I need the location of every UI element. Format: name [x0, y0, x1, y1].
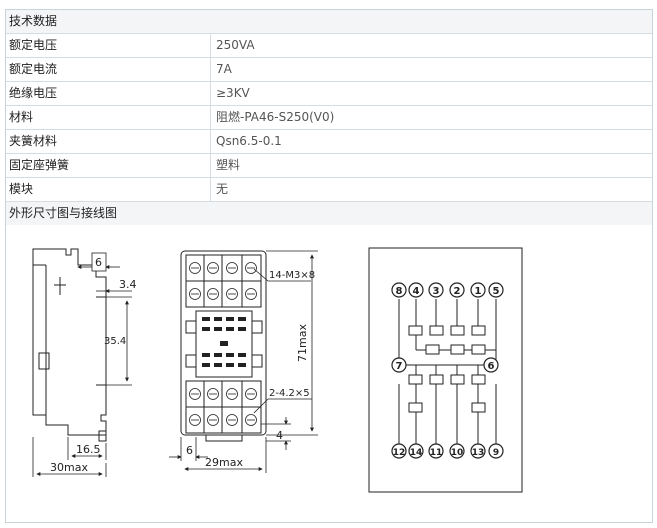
row-value: 7A [216, 62, 232, 76]
pin-label: 4 [413, 286, 420, 297]
table-row: 模块 无 [6, 178, 652, 202]
pin-label: 3 [433, 286, 440, 297]
dim-label: 2-4.2×5 [269, 388, 310, 399]
section-title: 外形尺寸图与接线图 [9, 206, 118, 220]
pin-label: 6 [488, 361, 495, 372]
dim-label: 71max [296, 324, 309, 362]
table-row: 额定电压 250VA [6, 34, 652, 58]
dim-label: 29max [205, 456, 243, 469]
technical-drawing: 6 3.4 35.4 16.5 30max [32, 247, 523, 493]
spec-table: 技术数据 额定电压 250VA 额定电流 7A 绝缘电压 ≥3KV 材料 阻燃-… [5, 9, 653, 227]
pin-label: 8 [396, 286, 403, 297]
pin-label: 5 [493, 286, 500, 297]
dim-label: 6 [95, 256, 102, 269]
dim-label: 16.5 [76, 443, 101, 456]
row-value: 阻燃-PA46-S250(V0) [216, 110, 335, 124]
wiring-pins [391, 282, 504, 459]
front-dim-labels: 14-M3×8 2-4.2×5 71max 4 6 29max [186, 270, 315, 469]
row-label: 额定电压 [6, 34, 211, 57]
pin-label: 13 [472, 448, 485, 458]
table-row: 绝缘电压 ≥3KV [6, 82, 652, 106]
front-view [180, 250, 267, 442]
side-view [32, 248, 107, 442]
front-dimensions [169, 250, 318, 473]
side-dimensions [32, 252, 132, 477]
row-value: Qsn6.5-0.1 [216, 134, 282, 148]
pin-label: 1 [475, 286, 482, 297]
pin-label: 2 [454, 286, 461, 297]
socket-slots [202, 317, 246, 367]
table-row: 材料 阻燃-PA46-S250(V0) [6, 106, 652, 130]
table-row: 夹簧材料 Qsn6.5-0.1 [6, 130, 652, 154]
row-label: 模块 [6, 178, 211, 201]
dim-label: 30max [50, 461, 88, 474]
pin-label: 9 [493, 448, 499, 458]
dim-label: 4 [276, 429, 283, 442]
dim-label: 14-M3×8 [269, 270, 315, 281]
pin-label: 10 [451, 448, 464, 458]
side-dim-labels: 6 3.4 35.4 16.5 30max [50, 256, 137, 474]
table-header: 技术数据 [9, 14, 58, 28]
wiring-diagram [368, 247, 523, 493]
row-value: 250VA [216, 38, 255, 52]
dim-label: 6 [186, 444, 193, 457]
section-header-row: 外形尺寸图与接线图 [6, 202, 652, 226]
table-row: 额定电流 7A [6, 58, 652, 82]
dim-label: 35.4 [104, 336, 126, 347]
table-row: 固定座弹簧 塑料 [6, 154, 652, 178]
row-label: 绝缘电压 [6, 82, 211, 105]
row-value: ≥3KV [216, 86, 250, 100]
pin-label: 11 [430, 448, 443, 458]
row-label: 额定电流 [6, 58, 211, 81]
table-header-row: 技术数据 [6, 10, 652, 34]
pin-label: 14 [410, 448, 423, 458]
row-value: 塑料 [216, 158, 241, 172]
row-value: 无 [216, 182, 229, 196]
row-label: 夹簧材料 [6, 130, 211, 153]
pin-label: 7 [396, 361, 403, 372]
dim-label: 3.4 [119, 278, 137, 291]
drawing-area: 6 3.4 35.4 16.5 30max [5, 225, 653, 523]
screw-slots [191, 267, 255, 421]
row-label: 材料 [6, 106, 211, 129]
pin-label: 12 [393, 448, 406, 458]
row-label: 固定座弹簧 [6, 154, 211, 177]
wiring-pin-labels: 8 4 3 2 1 5 7 6 12 14 11 10 13 9 [393, 286, 500, 458]
